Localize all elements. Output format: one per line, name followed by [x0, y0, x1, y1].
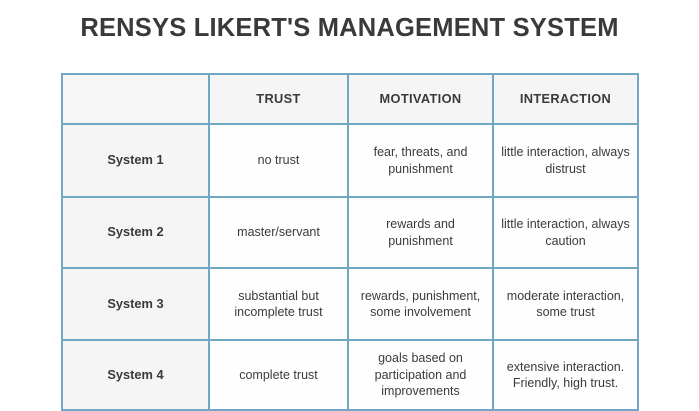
cell-system-1-trust: no trust	[208, 123, 349, 198]
cell-system-3-trust: substantial but incomplete trust	[208, 267, 349, 341]
cell-system-4-trust: complete trust	[208, 339, 349, 411]
cell-system-1-interaction: little interaction, always distrust	[492, 123, 639, 198]
row-label-system-4: System 4	[61, 339, 210, 411]
likert-management-system-table: TRUST MOTIVATION INTERACTION System 1 no…	[61, 73, 639, 411]
table-row: System 3 substantial but incomplete trus…	[61, 267, 639, 341]
management-system-matrix: TRUST MOTIVATION INTERACTION System 1 no…	[61, 73, 639, 411]
table-header-row: TRUST MOTIVATION INTERACTION	[61, 73, 639, 125]
row-label-system-2: System 2	[61, 196, 210, 269]
cell-system-4-interaction: extensive interaction. Friendly, high tr…	[492, 339, 639, 411]
cell-system-2-interaction: little interaction, always caution	[492, 196, 639, 269]
cell-system-1-motivation: fear, threats, and punishment	[347, 123, 494, 198]
table-row: System 2 master/servant rewards and puni…	[61, 196, 639, 269]
row-label-system-1: System 1	[61, 123, 210, 198]
cell-system-4-motivation: goals based on participation and improve…	[347, 339, 494, 411]
table-row: System 1 no trust fear, threats, and pun…	[61, 123, 639, 198]
cell-system-3-interaction: moderate interaction, some trust	[492, 267, 639, 341]
cell-system-2-trust: master/servant	[208, 196, 349, 269]
column-header-interaction: INTERACTION	[492, 73, 639, 125]
page-title: RENSYS LIKERT'S MANAGEMENT SYSTEM	[80, 14, 619, 42]
cell-system-3-motivation: rewards, punishment, some involvement	[347, 267, 494, 341]
column-header-motivation: MOTIVATION	[347, 73, 494, 125]
column-header-trust: TRUST	[208, 73, 349, 125]
table-row: System 4 complete trust goals based on p…	[61, 339, 639, 411]
column-header-system	[61, 73, 210, 125]
row-label-system-3: System 3	[61, 267, 210, 341]
cell-system-2-motivation: rewards and punishment	[347, 196, 494, 269]
